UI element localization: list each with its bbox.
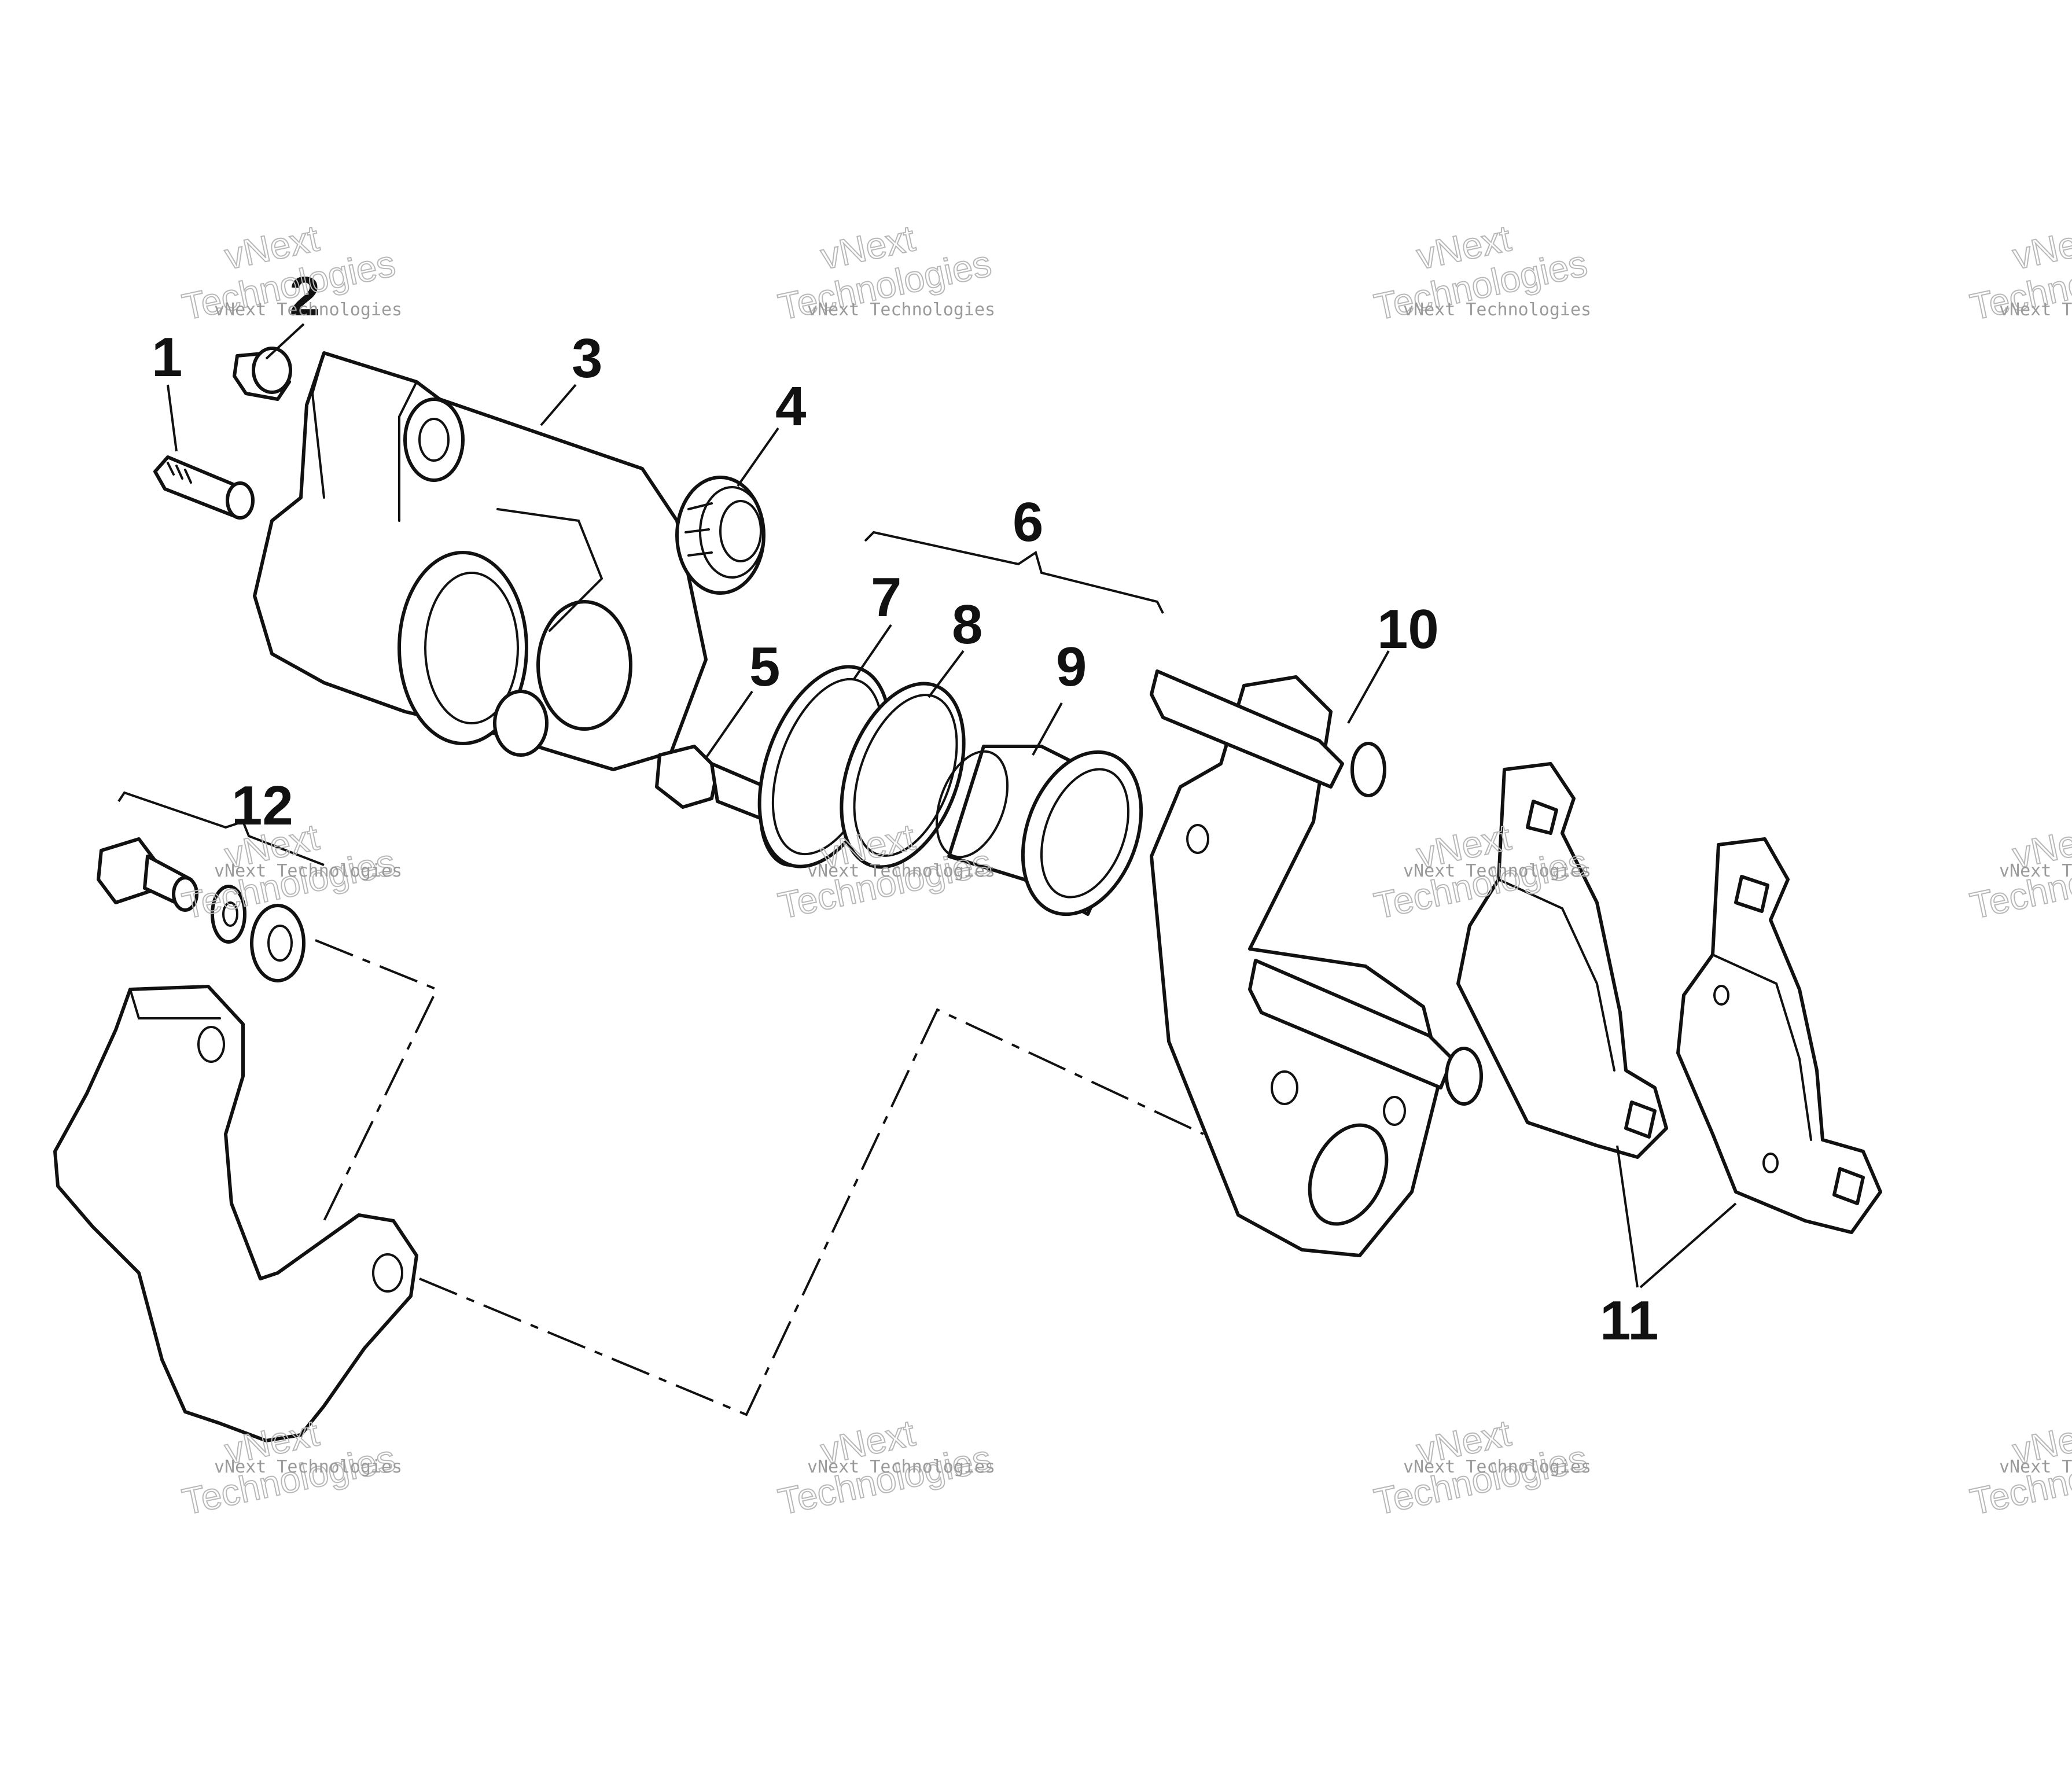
part-mounting-bracket — [1150, 669, 1483, 1257]
watermark-small: vNext Technologies — [807, 861, 995, 881]
watermark-small: vNext Technologies — [1999, 861, 2072, 881]
watermark-row-3: vNext Technologies vNext Technologies vN… — [178, 1411, 2072, 1523]
watermark-small: vNext Technologies — [807, 1457, 995, 1477]
watermark-small: vNext Technologies — [214, 1457, 402, 1477]
part-bleeder-cap — [233, 347, 292, 401]
watermark-small: vNext Technologies — [1403, 1457, 1591, 1477]
part-piston — [935, 745, 1143, 916]
callout-leaders — [167, 323, 1737, 1289]
callout-10: 10 — [1377, 598, 1439, 660]
group-bracket-6 — [864, 531, 1164, 614]
callout-12: 12 — [231, 775, 293, 837]
watermark-small: vNext Technologies — [1403, 861, 1591, 881]
part-brake-pad-inner — [1456, 762, 1668, 1159]
callout-5: 5 — [749, 636, 780, 698]
group-bracket-12 — [117, 791, 325, 866]
callout-9: 9 — [1056, 636, 1087, 698]
callout-2: 2 — [289, 266, 320, 327]
callout-7: 7 — [871, 566, 901, 628]
watermark-row-1: vNext Technologies vNext Technologies vN… — [178, 216, 2072, 329]
part-mounting-bolt-washers — [97, 837, 306, 982]
part-steering-knuckle — [53, 985, 418, 1442]
part-caliper-body — [253, 351, 708, 771]
part-bleeder-screw — [153, 455, 255, 520]
callout-3: 3 — [572, 327, 602, 389]
part-o-ring — [840, 682, 966, 869]
watermark-small: vNext Technologies — [1999, 1457, 2072, 1477]
callout-6: 6 — [1013, 491, 1043, 553]
callout-1: 1 — [152, 326, 182, 388]
watermark-small: vNext Technologies — [214, 861, 402, 881]
part-brake-pad-outer — [1676, 837, 1882, 1234]
part-dust-boot — [675, 476, 766, 595]
callout-4: 4 — [775, 376, 806, 437]
callout-11: 11 — [1600, 1290, 1658, 1352]
watermark-small: vNext Technologies — [214, 300, 402, 320]
watermark-small: vNext Technologies — [1999, 300, 2072, 320]
callout-8: 8 — [952, 594, 982, 656]
watermark-small: vNext Technologies — [1403, 300, 1591, 320]
assembly-dash-lines — [315, 939, 1204, 1416]
callout-labels: 1 2 3 4 5 6 7 8 9 10 11 12 — [152, 266, 1658, 1352]
watermark-small: vNext Technologies — [807, 300, 995, 320]
